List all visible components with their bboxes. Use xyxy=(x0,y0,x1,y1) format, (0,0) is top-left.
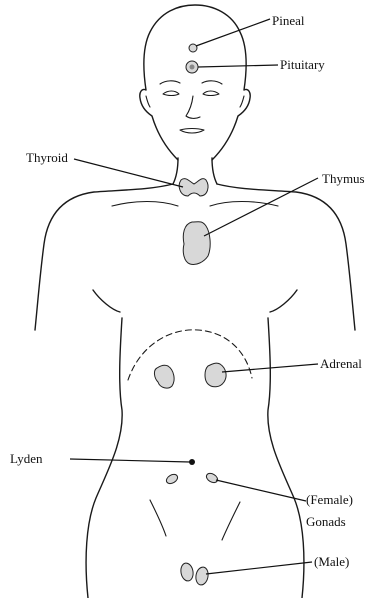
left-armpit xyxy=(93,290,120,312)
gonads-label: Gonads xyxy=(306,514,346,529)
right-shoulder-arm xyxy=(217,184,355,330)
lyden-leader xyxy=(70,459,190,462)
pituitary-leader xyxy=(198,65,278,67)
thymus-leader xyxy=(204,178,318,236)
female-label: (Female) xyxy=(306,492,353,507)
pituitary-label: Pituitary xyxy=(280,57,325,72)
pituitary-gland-core xyxy=(190,65,195,70)
testis-left xyxy=(180,562,195,582)
head-outline xyxy=(140,5,250,160)
pineal-gland xyxy=(189,44,197,52)
neck-right xyxy=(212,158,217,184)
pineal-leader xyxy=(196,19,270,46)
left-ear xyxy=(146,96,150,107)
left-collarbone xyxy=(112,202,178,207)
mouth xyxy=(180,129,204,134)
groin-line-right xyxy=(222,502,240,540)
thyroid-leader xyxy=(74,159,183,187)
adrenal-gland-right xyxy=(205,363,226,387)
right-eyebrow xyxy=(202,81,222,84)
thymus-label: Thymus xyxy=(322,171,365,186)
diaphragm-arc xyxy=(128,330,252,380)
groin-line-left xyxy=(150,500,166,536)
thyroid-label: Thyroid xyxy=(26,150,68,165)
adrenal-label: Adrenal xyxy=(320,356,362,371)
thymus-gland xyxy=(183,222,210,265)
torso-right xyxy=(268,318,304,598)
male-label: (Male) xyxy=(314,554,349,569)
ovary-right xyxy=(205,472,219,485)
left-eyebrow xyxy=(160,81,180,84)
left-eye xyxy=(163,91,179,96)
thyroid-gland xyxy=(179,179,208,196)
testis-right xyxy=(195,566,210,586)
gonads-leader xyxy=(216,480,306,501)
adrenal-gland-left xyxy=(154,365,174,388)
pineal-label: Pineal xyxy=(272,13,305,28)
nose xyxy=(186,96,200,118)
torso-left xyxy=(86,318,122,598)
lyden-label: Lyden xyxy=(10,451,43,466)
right-ear xyxy=(240,96,244,107)
ovary-left xyxy=(165,473,179,486)
right-armpit xyxy=(270,290,297,312)
male-leader xyxy=(206,562,312,574)
left-shoulder-arm xyxy=(35,184,173,330)
right-eye xyxy=(203,91,219,96)
neck-left xyxy=(173,158,178,184)
